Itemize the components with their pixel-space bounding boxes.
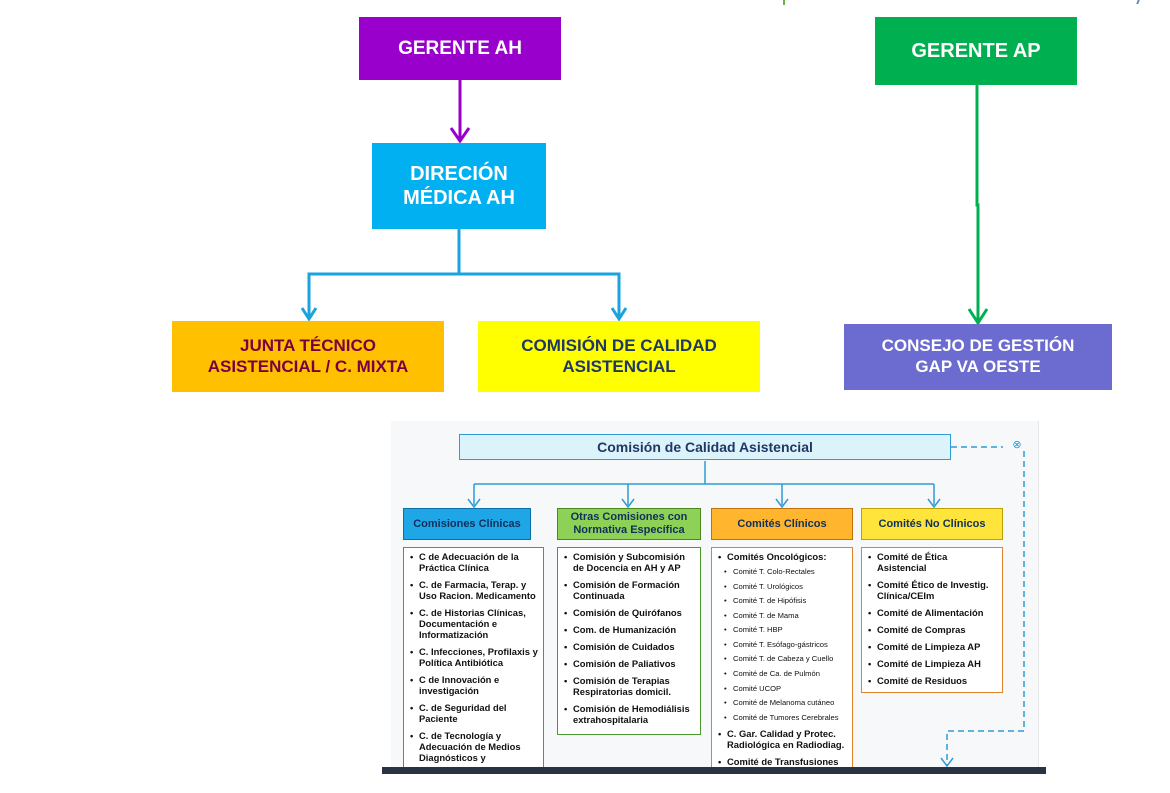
column-header-comites-no-clinicos: Comités No Clínicos [861, 508, 1003, 540]
column-header-otras-comisiones: Otras Comisiones con Normativa Específic… [557, 508, 701, 540]
list-item: C. Gar. Calidad y Protec. Radiológica en… [718, 728, 848, 750]
list-sub-item: Comité T. Urológicos [718, 582, 848, 592]
list-item: Comité de Transfusiones [718, 756, 848, 767]
list-item: C. de Historias Clínicas, Documentación … [410, 607, 539, 640]
list-sub-item: Comité T. de Cabeza y Cuello [718, 654, 848, 664]
list-item: Comité de Residuos [868, 675, 998, 686]
list-item: Comisión de Terapias Respiratorias domic… [564, 675, 696, 697]
arrow-head-junta [300, 307, 318, 322]
list-item: C de Innovación e investigación [410, 674, 539, 696]
list-comites-clinicos: Comités Oncológicos: Comité T. Colo-Rect… [711, 547, 853, 773]
gerente-ah-node: GERENTE AH [359, 17, 561, 80]
image-bottom-bar [382, 767, 1046, 774]
list-item: Comisión y Subcomisión de Docencia en AH… [564, 551, 696, 573]
list-item: Comité Ético de Investig. Clínica/CEIm [868, 579, 998, 601]
list-item: Comité de Compras [868, 624, 998, 635]
list-sub-item: Comité T. HBP [718, 625, 848, 635]
inset-title: Comisión de Calidad Asistencial [459, 434, 951, 460]
list-sub-item: Comité T. Colo-Rectales [718, 567, 848, 577]
list-item: Comités Oncológicos: [718, 551, 848, 562]
list-item: Comité de Limpieza AH [868, 658, 998, 669]
list-sub-item: Comité UCOP [718, 684, 848, 694]
column-header-comisiones-clinicas: Comisiones Clínicas [403, 508, 531, 540]
list-sub-item: Comité T. de Hipófisis [718, 596, 848, 606]
list-sub-item: Comité de Tumores Cerebrales [718, 713, 848, 723]
list-item: Com. de Humanización [564, 624, 696, 635]
arrow-head-comision [610, 307, 628, 322]
list-sub-item: Comité T. de Mama [718, 611, 848, 621]
list-item: Comisión de Quirófanos [564, 607, 696, 618]
arrow-head-consejo [967, 308, 989, 326]
list-item: Comisión de Formación Continuada [564, 579, 696, 601]
column-header-comites-clinicos: Comités Clínicos [711, 508, 853, 540]
list-sub-item: Comité de Ca. de Pulmón [718, 669, 848, 679]
list-item: Comisión de Hemodiálisis extrahospitalar… [564, 703, 696, 725]
list-sub-item: Comité T. Esófago-gástricos [718, 640, 848, 650]
list-item: Comité de Limpieza AP [868, 641, 998, 652]
list-item: C de Adecuación de la Práctica Clínica [410, 551, 539, 573]
connector-direccion-split [307, 229, 621, 317]
comision-calidad-structure-image: ⊗ Comisión de Calidad Asistencial Comisi… [391, 421, 1039, 773]
list-item: C. de Seguridad del Paciente [410, 702, 539, 724]
gerente-ap-node: GERENTE AP [875, 17, 1077, 85]
top-edge-mark [783, 0, 785, 5]
top-edge-mark [1136, 0, 1140, 4]
list-item: Comisión de Cuidados [564, 641, 696, 652]
list-otras-comisiones: Comisión y Subcomisión de Docencia en AH… [557, 547, 701, 735]
list-item: Comité de Ética Asistencial [868, 551, 998, 573]
list-comisiones-clinicas: C de Adecuación de la Práctica Clínica C… [403, 547, 544, 773]
list-item: C. Infecciones, Profilaxis y Política An… [410, 646, 539, 668]
list-item: Comisión de Paliativos [564, 658, 696, 669]
list-comites-no-clinicos: Comité de Ética Asistencial Comité Ético… [861, 547, 1003, 693]
list-item: C. de Tecnología y Adecuación de Medios … [410, 730, 539, 763]
list-item: C. de Farmacia, Terap. y Uso Racion. Med… [410, 579, 539, 601]
arrow-head-direccion [449, 127, 471, 144]
list-item: Comité de Alimentación [868, 607, 998, 618]
list-sub-item: Comité de Melanoma cutáneo [718, 698, 848, 708]
connector-gerente-ap-consejo [975, 85, 980, 321]
expand-icon: ⊗ [1012, 439, 1022, 451]
